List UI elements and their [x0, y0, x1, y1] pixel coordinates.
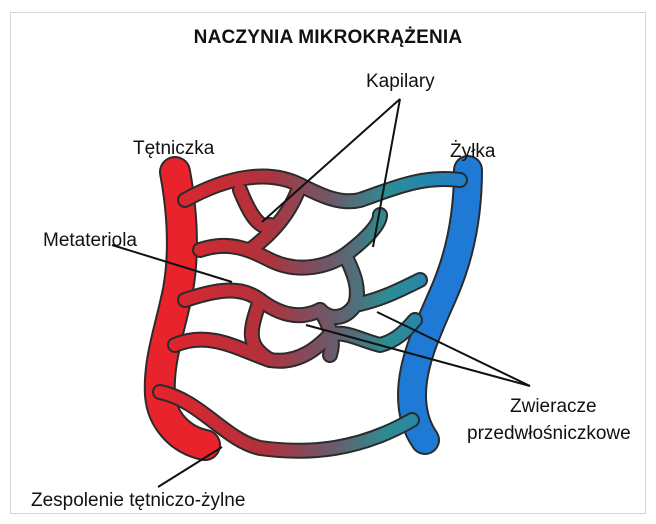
diagram-title: NACZYNIA MIKROKRĄŻENIA	[0, 27, 656, 49]
label-zwieracze-line2: przedwłośniczkowe	[467, 423, 631, 445]
venule-vessel	[412, 170, 468, 440]
label-zespolenie: Zespolenie tętniczo-żylne	[31, 490, 245, 512]
label-zylka: Żyłka	[450, 141, 495, 163]
leader-kapilary-right	[373, 99, 400, 247]
label-kapilary: Kapilary	[366, 71, 435, 93]
label-metateriola: Metateriola	[43, 230, 137, 252]
label-tetniczka: Tętniczka	[133, 138, 214, 160]
label-zwieracze-line1: Zwieracze	[510, 396, 597, 418]
